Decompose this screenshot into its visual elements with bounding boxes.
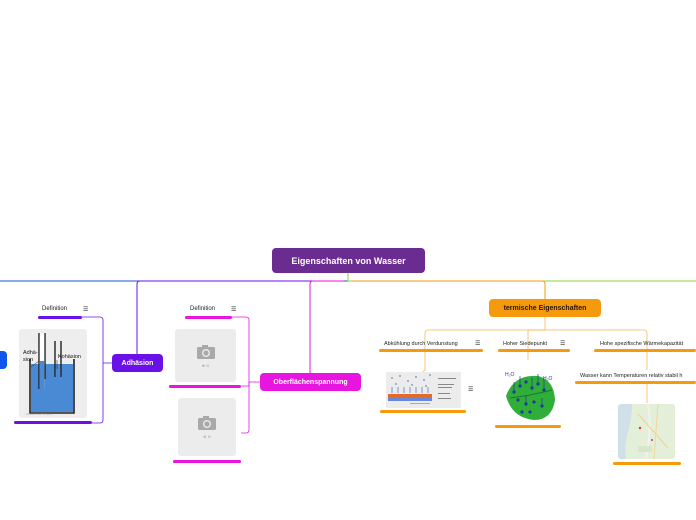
ober-definition-label: Definition: [190, 306, 216, 312]
siedepunkt-image-underline: [495, 425, 561, 428]
waermekapazitaet-label: Hohe spezifische Wärmekapazität: [600, 341, 684, 347]
temperatur-stabil-underline: [575, 381, 696, 384]
siedepunkt-menu-icon[interactable]: ☰: [560, 341, 566, 347]
adhaesion-kohaesion-image: Adhä- sion Kohäsion Adhäsion und Kohäsio…: [19, 329, 87, 418]
termische-label: termische Eigenschaften: [503, 304, 587, 312]
hoher-siedepunkt-label: Hoher Siedepunkt: [503, 341, 548, 347]
camera-icon: [198, 416, 216, 430]
camera-icon: [196, 344, 215, 359]
verdunstung-diagram: [386, 372, 461, 408]
ober-image-underline-1: [169, 385, 241, 388]
adhaesion-label: Adhäsion: [121, 359, 154, 367]
verdunstung-image-menu-icon[interactable]: ☰: [468, 387, 474, 393]
adhaesion-node[interactable]: Adhäsion: [112, 354, 163, 372]
abkuehlung-label: Abkühlung durch Verdunstung: [384, 341, 458, 347]
ober-image-placeholder-2: ⊕ ⊙: [178, 398, 236, 456]
siedepunkt-underline: [498, 349, 570, 352]
map-image-underline: [613, 462, 681, 465]
adhaesion-diagram: [29, 333, 75, 414]
temperatur-stabil-label: Wasser kann Temperaturen relativ stabil …: [580, 373, 683, 379]
adhaesion-definition-underline: [38, 316, 82, 319]
adhaesion-image-underline: [14, 421, 92, 424]
adhaesion-menu-icon[interactable]: ☰: [83, 307, 89, 313]
root-label: Eigenschaften von Wasser: [291, 255, 406, 266]
ober-image-underline-2: [173, 460, 241, 463]
oberflaechenspannung-node[interactable]: Oberflächenspannung: [260, 373, 361, 391]
ober-image-caption-2: ⊕ ⊙: [203, 434, 211, 439]
adhaesion-image-label-2: sion: [23, 357, 34, 363]
waermekapazitaet-underline: [594, 349, 696, 352]
ober-image-placeholder-1: ⊕ ⊙: [175, 329, 236, 382]
adhaesion-definition-label: Definition: [42, 306, 68, 312]
adhaesion-image-caption: Adhäsion und Kohäsion: [26, 413, 53, 416]
siedepunkt-image: H₂O H₂O: [500, 368, 558, 424]
kohaesion-image-label: Kohäsion: [58, 354, 81, 360]
coastal-map-illustration: [618, 404, 675, 459]
adhaesion-image-label-1: Adhä-: [23, 350, 38, 356]
left-offscreen-node[interactable]: [0, 351, 7, 369]
h2o-label-1: H₂O: [505, 372, 515, 378]
h2o-label-2: H₂O: [543, 376, 553, 382]
abkuehlung-menu-icon[interactable]: ☰: [475, 341, 481, 347]
ober-menu-icon[interactable]: ☰: [231, 307, 237, 313]
map-image: [618, 404, 675, 459]
oberflaechenspannung-label: Oberflächenspannung: [273, 378, 348, 386]
water-molecule-leaf-illustration: [506, 374, 555, 420]
verdunstung-image: [386, 372, 461, 408]
ober-definition-underline: [185, 316, 232, 319]
abkuehlung-underline: [379, 349, 483, 352]
ober-image-caption-1: ⊕ ⊙: [201, 362, 210, 368]
verdunstung-image-underline: [380, 410, 466, 413]
root-node[interactable]: Eigenschaften von Wasser: [272, 248, 425, 273]
termische-eigenschaften-node[interactable]: termische Eigenschaften: [489, 299, 601, 317]
